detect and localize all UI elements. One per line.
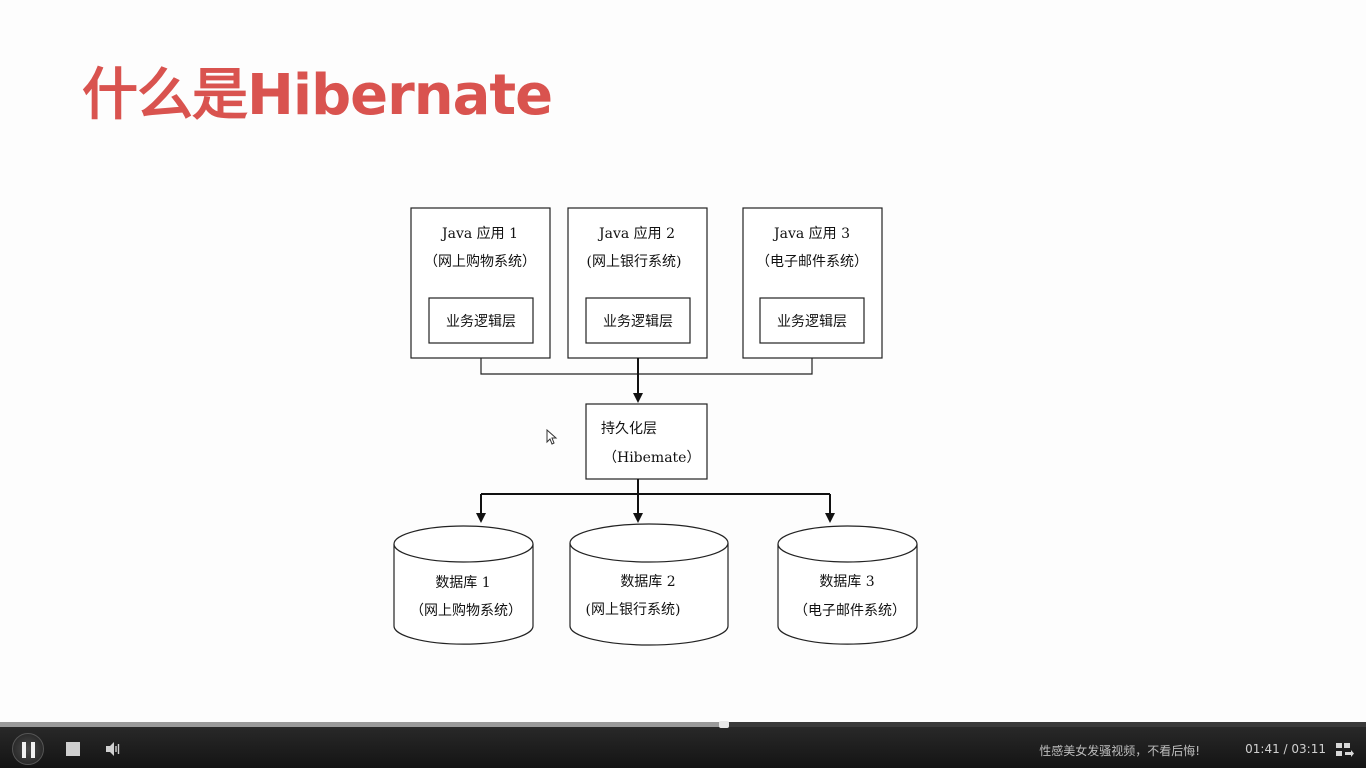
pause-icon	[22, 742, 26, 758]
apps-to-persistence-connector	[480, 358, 813, 403]
database-system-3: （电子邮件系统）	[794, 603, 906, 619]
database-3: 数据库 3 （电子邮件系统）	[777, 525, 918, 645]
persistence-to-db-connector	[476, 479, 835, 523]
app-box-3: Java 应用 3 （电子邮件系统） 业务逻辑层	[742, 207, 883, 359]
app-name-3: Java 应用 3	[772, 225, 850, 242]
app-layer-3: 业务逻辑层	[777, 314, 847, 330]
app-system-2: (网上银行系统)	[587, 254, 682, 270]
app-layer-1: 业务逻辑层	[446, 314, 516, 330]
architecture-diagram: Java 应用 1 （网上购物系统） 业务逻辑层 Java 应用 2 (网上银行…	[393, 207, 918, 646]
persistence-sub: （Hibemate）	[603, 450, 700, 466]
app-box-2: Java 应用 2 (网上银行系统) 业务逻辑层	[567, 207, 708, 359]
app-layer-2: 业务逻辑层	[603, 314, 673, 330]
app-name-2: Java 应用 2	[597, 225, 675, 242]
video-player-controls	[0, 722, 1366, 768]
stop-button[interactable]	[66, 742, 80, 756]
app-name-1: Java 应用 1	[440, 225, 518, 242]
progress-bar[interactable]	[0, 721, 1366, 728]
database-name-1: 数据库 1	[435, 575, 490, 591]
playlist-icon[interactable]	[1336, 743, 1354, 757]
video-frame: 什么是Hibernate Java 应用 1 （网上购物系统） 业务逻辑层 Ja…	[82, 63, 918, 646]
progress-thumb[interactable]	[718, 721, 729, 728]
total-time: 03:11	[1291, 742, 1326, 756]
slide-title: 什么是Hibernate	[82, 63, 553, 128]
persistence-layer-box: 持久化层 （Hibemate）	[585, 403, 708, 480]
app-box-1: Java 应用 1 （网上购物系统） 业务逻辑层	[410, 207, 551, 359]
app-system-3: （电子邮件系统）	[756, 254, 868, 270]
app-system-1: （网上购物系统）	[424, 254, 536, 270]
time-display: 01:41 / 03:11	[1230, 742, 1326, 756]
current-time: 01:41	[1245, 742, 1280, 756]
mouse-cursor-icon	[546, 429, 558, 445]
pause-button[interactable]	[12, 733, 44, 765]
persistence-name: 持久化层	[601, 421, 657, 437]
promo-link[interactable]: 性感美女发骚视频，不看后悔!	[1039, 744, 1200, 758]
database-system-2: (网上银行系统)	[586, 602, 681, 618]
database-system-1: （网上购物系统）	[410, 603, 522, 619]
volume-icon[interactable]	[104, 740, 122, 758]
database-name-2: 数据库 2	[620, 574, 675, 590]
time-separator: /	[1279, 742, 1292, 756]
pause-icon-bar	[31, 742, 35, 758]
database-name-3: 数据库 3	[819, 574, 874, 590]
database-2: 数据库 2 (网上银行系统)	[569, 523, 729, 646]
database-1: 数据库 1 （网上购物系统）	[393, 525, 534, 645]
progress-fill	[0, 722, 724, 727]
